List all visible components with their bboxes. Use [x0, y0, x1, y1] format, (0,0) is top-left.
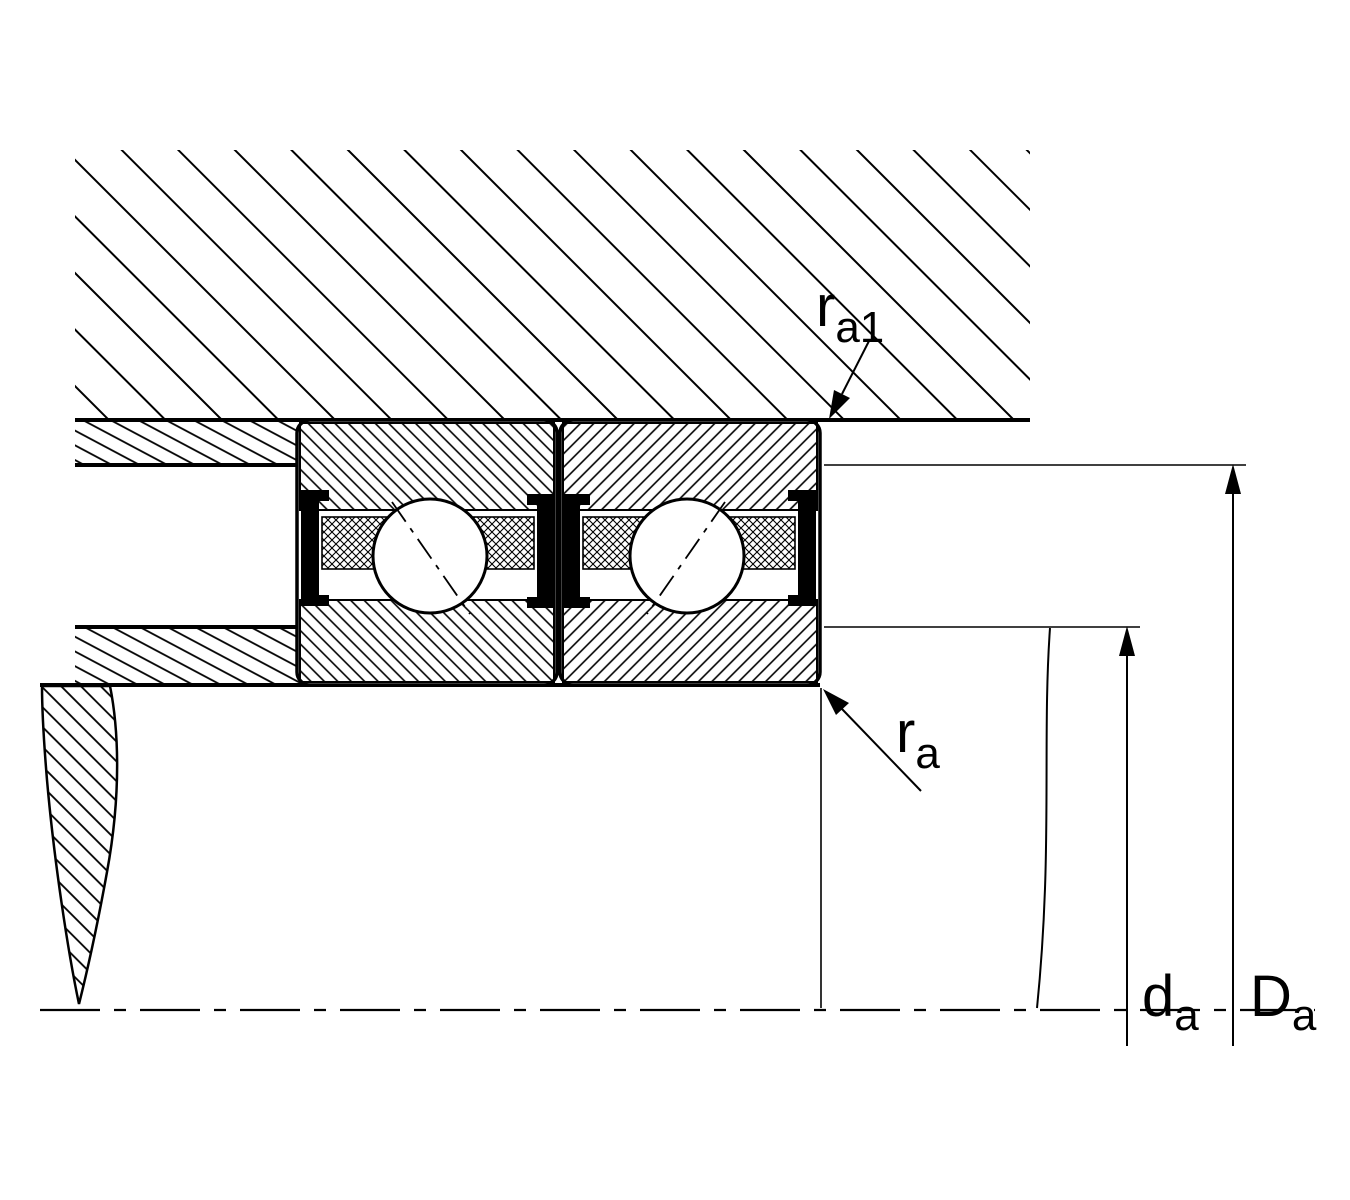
shaft-break-curve: [1036, 627, 1051, 1009]
bearing-right: [558, 418, 822, 687]
ra1-leader-line: [841, 340, 870, 395]
Da-arrowhead-icon: [1225, 464, 1241, 494]
leader-ra: ra: [823, 689, 940, 792]
ra-leader-line: [841, 708, 922, 792]
ra1-arrowhead-icon: [829, 390, 850, 419]
leader-ra1: ra1: [816, 274, 884, 419]
shaft-section: [40, 625, 1051, 1009]
housing-section: [75, 150, 1030, 467]
dimension-da: da: [824, 626, 1199, 1046]
ra-label: ra: [896, 700, 940, 778]
shaft-broken-section: [40, 684, 119, 1005]
Da-label: Da: [1250, 964, 1317, 1040]
housing-hatch: [75, 150, 1030, 421]
bearing-assembly: [295, 418, 822, 687]
ra-arrowhead-icon: [823, 689, 849, 715]
dimension-Da: Da: [824, 464, 1317, 1046]
da-arrowhead-icon: [1119, 626, 1135, 656]
bearing-left: [295, 418, 559, 687]
ra1-label: ra1: [816, 274, 884, 352]
shaft-shoulder-band: [75, 628, 299, 684]
da-label: da: [1142, 964, 1199, 1040]
housing-shoulder-band: [75, 421, 299, 464]
